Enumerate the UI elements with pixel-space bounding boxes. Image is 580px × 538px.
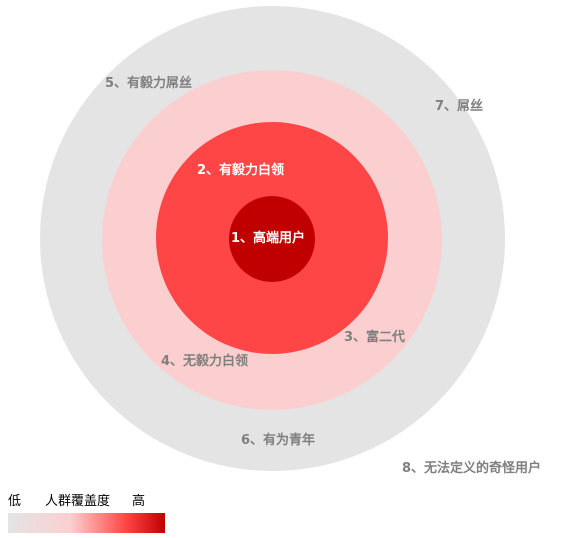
label-persistent-white-collar: 2、有毅力白领 — [197, 163, 285, 178]
label-high-end-users: 1、高端用户 — [231, 231, 306, 246]
label-persistent-diaosi: 5、有毅力屌丝 — [105, 76, 193, 91]
label-non-persistent-white-collar: 4、无毅力白领 — [161, 354, 249, 369]
core-circle-dark-red — [229, 196, 315, 282]
label-diaosi: 7、屌丝 — [435, 99, 484, 114]
legend-title: 人群覆盖度 — [45, 494, 111, 509]
label-undefined-strange-users: 8、无法定义的奇怪用户 — [402, 461, 542, 476]
label-rich-second-generation: 3、富二代 — [344, 330, 406, 345]
legend-low-label: 低 — [8, 494, 22, 509]
legend-high-label: 高 — [132, 494, 146, 509]
label-promising-youth: 6、有为青年 — [241, 433, 316, 448]
legend-gradient-bar — [8, 513, 165, 533]
